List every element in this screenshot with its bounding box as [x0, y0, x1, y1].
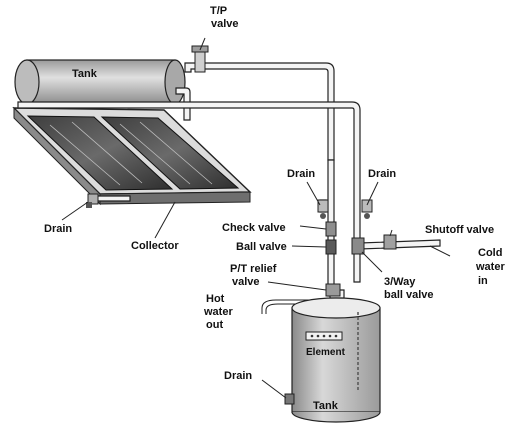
check-valve-label: Check valve	[222, 222, 286, 234]
bottom-tank-label: Tank	[313, 400, 339, 412]
collector-glass-left	[26, 115, 174, 191]
drain-right-pipe-label: Drain	[368, 168, 396, 180]
tp-valve-label-line1: T/P	[210, 5, 227, 17]
shutoff-valve	[383, 234, 397, 250]
top-tank-label: Tank	[72, 68, 98, 80]
tank-drain-valve	[284, 393, 295, 405]
tp-valve-label-line2: valve	[211, 18, 239, 30]
cold-water-label-line1: Cold	[478, 247, 502, 259]
collector-glass-right	[100, 116, 240, 190]
pt-relief-valve	[325, 283, 341, 297]
left-drain-valve	[317, 199, 329, 219]
bottom-water-heater-tank	[284, 297, 381, 423]
three-way-ball-valve	[351, 237, 365, 255]
three-way-label-line2: ball valve	[384, 289, 434, 301]
three-way-label-line1: 3/Way	[384, 276, 416, 288]
top-storage-tank	[14, 59, 186, 105]
drain-tank-label: Drain	[224, 370, 252, 382]
check-valve	[325, 221, 337, 237]
cold-water-label-line2: water	[475, 261, 505, 273]
hot-water-label-line3: out	[206, 319, 223, 331]
cold-water-label-line3: in	[478, 275, 488, 287]
shutoff-valve-label: Shutoff valve	[425, 224, 494, 236]
hot-water-label-line2: water	[203, 306, 233, 318]
leader-lines	[61, 37, 451, 399]
element-label: Element	[306, 347, 346, 358]
drain-collector-label: Drain	[44, 223, 72, 235]
ball-valve-label: Ball valve	[236, 241, 287, 253]
solar-collector	[12, 106, 252, 206]
pt-relief-label-line1: P/T relief	[230, 263, 277, 275]
drain-left-pipe-label: Drain	[287, 168, 315, 180]
collector-drain-valve	[86, 193, 99, 208]
right-drain-valve	[361, 199, 373, 219]
ball-valve	[325, 239, 337, 255]
hot-water-label-line1: Hot	[206, 293, 225, 305]
collector-label: Collector	[131, 240, 179, 252]
pt-relief-label-line2: valve	[232, 276, 260, 288]
